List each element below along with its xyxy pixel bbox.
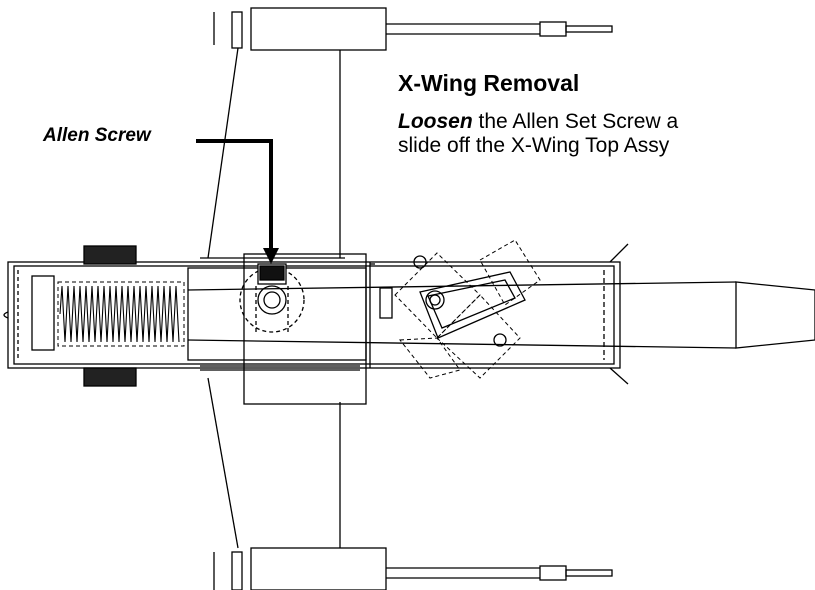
allen-screw-head xyxy=(259,265,285,281)
bottom-grip-pad xyxy=(83,367,137,387)
instruction-emphasis: Loosen xyxy=(398,110,473,133)
spring xyxy=(57,281,185,347)
clamp-plate xyxy=(413,255,526,347)
allen-screw-callout: Allen Screw xyxy=(43,125,151,146)
instruction-text: Loosen the Allen Set Screw a slide off t… xyxy=(398,110,678,158)
wing-clamp xyxy=(394,239,541,379)
instruction-line-1-rest: the Allen Set Screw a xyxy=(472,110,679,133)
bottom-wing-arm xyxy=(207,377,613,590)
main-frame xyxy=(3,243,629,385)
callout-arrow xyxy=(196,139,273,250)
set-screw-hub xyxy=(239,263,305,333)
top-grip-pad xyxy=(83,245,137,265)
instruction-line-2: slide off the X-Wing Top Assy xyxy=(398,134,670,157)
arrow-head xyxy=(263,248,279,264)
slider-block xyxy=(187,253,393,405)
instruction-line-1: Loosen the Allen Set Screw a xyxy=(398,110,678,134)
top-wing-arm xyxy=(207,7,613,259)
tapered-shaft xyxy=(187,281,815,349)
page-title: X-Wing Removal xyxy=(398,70,580,96)
